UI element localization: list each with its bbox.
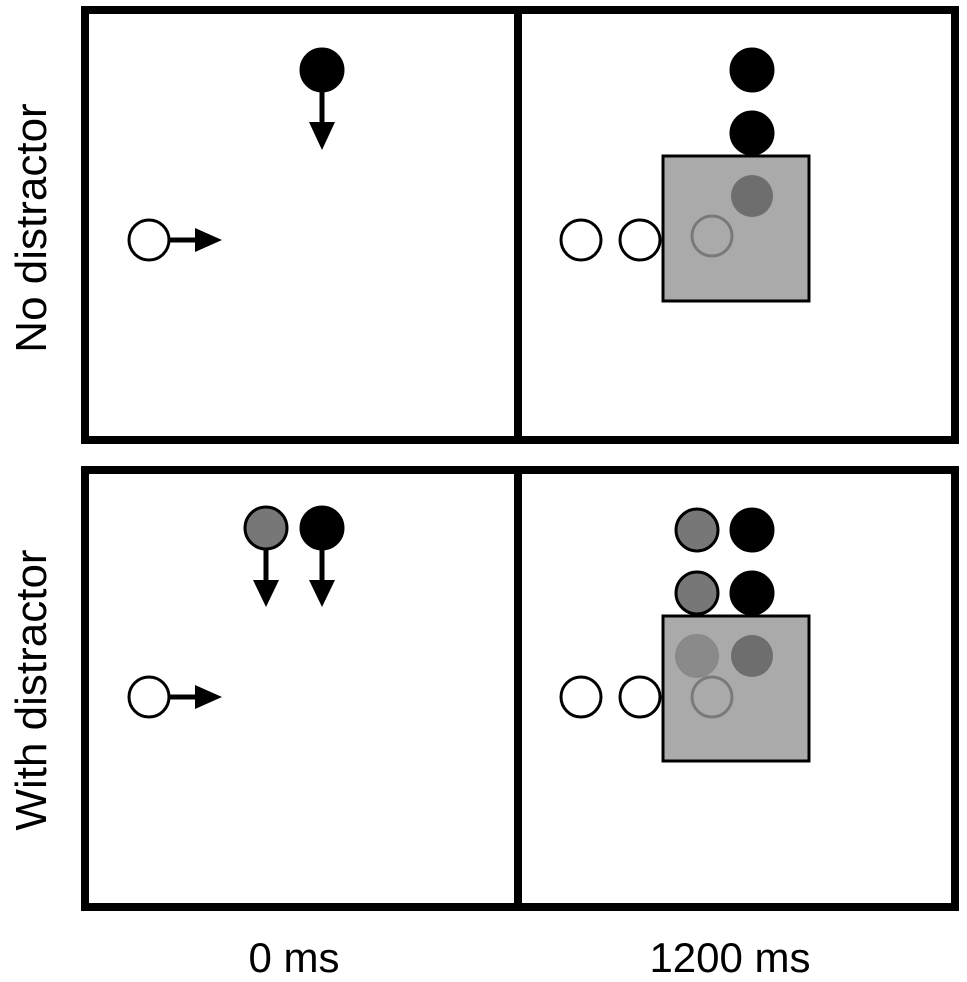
occluded-target-ball (731, 175, 773, 217)
distractor-ball-trace (674, 507, 720, 553)
occluded-distractor-ball (675, 634, 719, 678)
arrowhead-down-icon (309, 122, 335, 150)
panel-row-with-distractor (81, 466, 959, 911)
target-ball-trace (729, 47, 775, 93)
arrowhead-right-icon (195, 685, 222, 709)
occluded-target-ball (731, 635, 773, 677)
observer-ball-trace (559, 675, 603, 719)
arrowhead-right-icon (195, 228, 222, 252)
frame-0ms-no-distractor (127, 47, 345, 262)
row-label-with-distractor: With distractor (7, 549, 56, 831)
observer-ball-trace (618, 218, 662, 262)
distractor-ball (243, 505, 289, 551)
arrowhead-down-icon (309, 580, 335, 607)
frame-1200ms-no-distractor (559, 47, 811, 303)
arrowhead-down-icon (253, 580, 279, 607)
target-ball (299, 47, 345, 93)
frame-0ms-with-distractor (127, 505, 345, 719)
column-label-1200ms: 1200 ms (649, 934, 811, 981)
target-ball-trace (729, 110, 775, 156)
occluder (661, 154, 811, 303)
distractor-ball-trace (674, 570, 720, 616)
panel-row-no-distractor (81, 6, 959, 444)
observer-ball (127, 218, 171, 262)
row-label-no-distractor: No distractor (7, 103, 56, 353)
occluded-observer-ball (690, 675, 734, 719)
target-ball-trace (729, 570, 775, 616)
column-label-0ms: 0 ms (248, 934, 340, 981)
frame-1200ms-with-distractor (559, 507, 811, 763)
target-ball (299, 505, 345, 551)
observer-ball-trace (559, 218, 603, 262)
observer-ball-trace (618, 675, 662, 719)
target-ball-trace (729, 507, 775, 553)
occluded-observer-ball (690, 214, 734, 258)
observer-ball (127, 675, 171, 719)
